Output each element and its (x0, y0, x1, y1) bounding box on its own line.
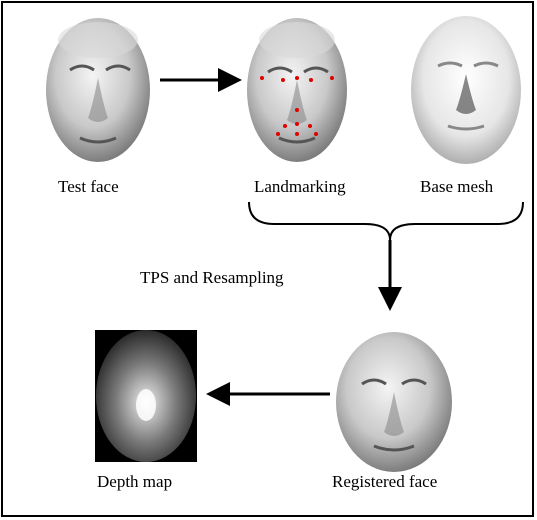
depth-map-image (95, 330, 197, 462)
registered-face-image (336, 332, 452, 472)
test-face-label: Test face (58, 177, 119, 197)
landmarking-face-image (247, 18, 347, 162)
base-mesh-label: Base mesh (420, 177, 493, 197)
test-face-image (46, 18, 150, 162)
landmarking-label: Landmarking (254, 177, 346, 197)
merge-brace (249, 202, 523, 240)
depth-map-label: Depth map (97, 472, 172, 492)
tps-resampling-label: TPS and Resampling (140, 268, 284, 288)
registered-face-label: Registered face (332, 472, 437, 492)
base-mesh-image (411, 16, 521, 164)
